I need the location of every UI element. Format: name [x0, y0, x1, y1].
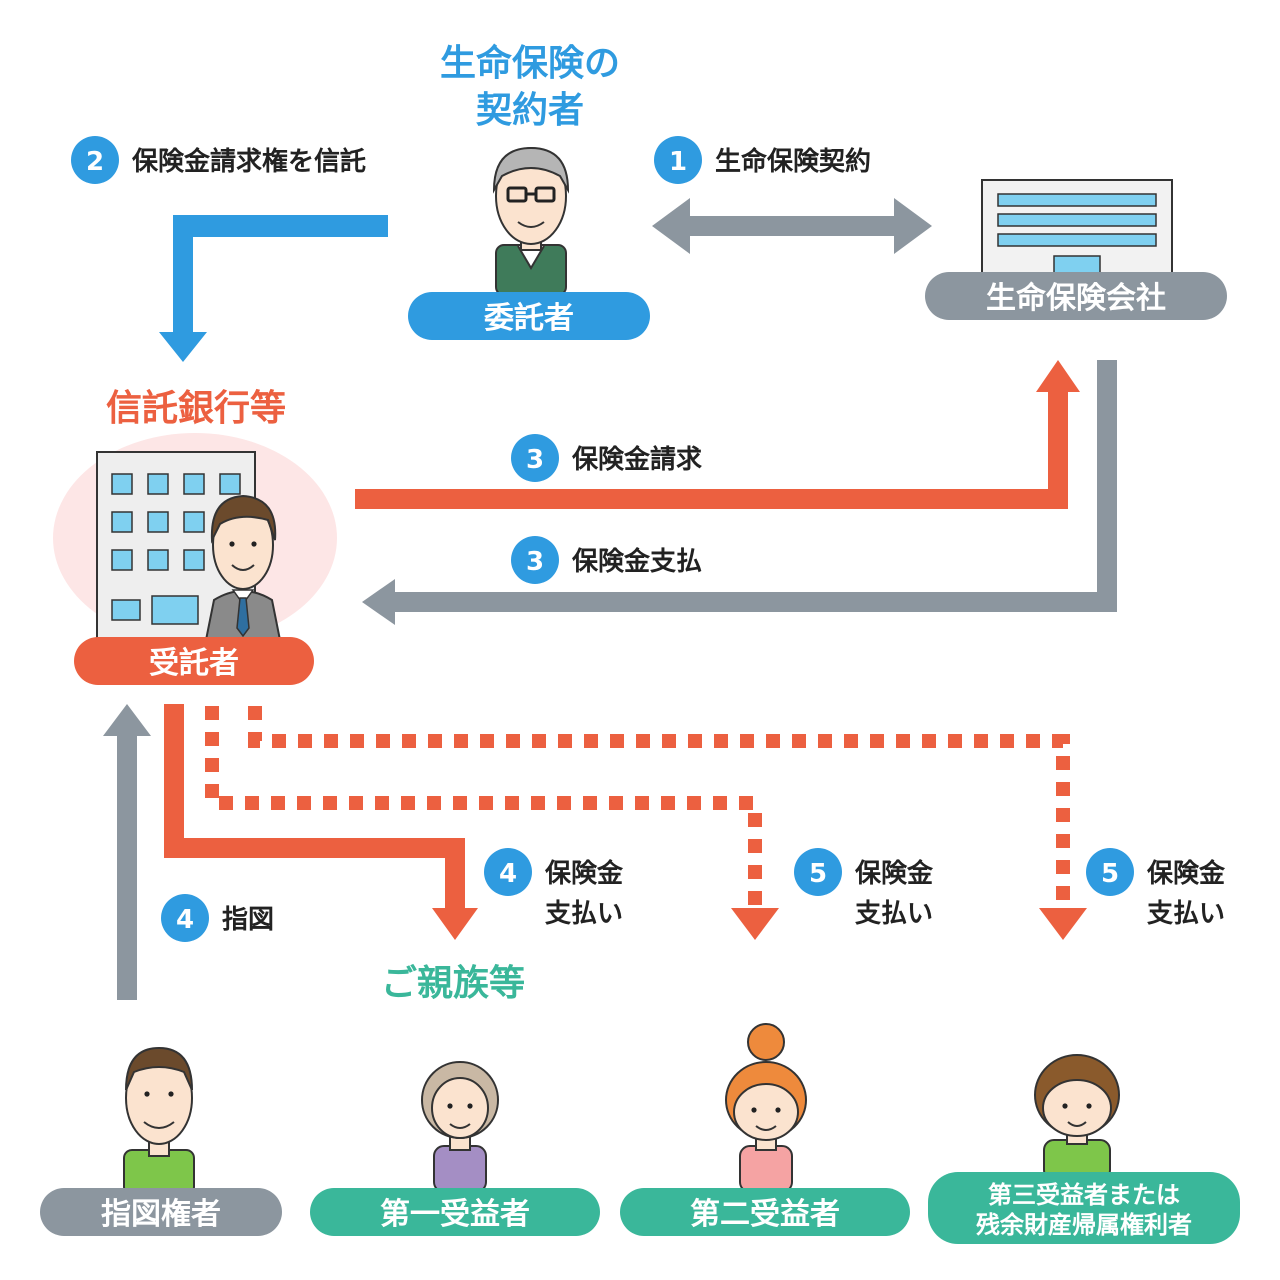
first-beneficiary-payment-arrow [164, 704, 478, 940]
insurer-node: 生命保険会社 [925, 179, 1227, 320]
trustee-badge: 受託者 [149, 646, 239, 681]
second-beneficiary-dotted-path [205, 706, 762, 905]
step-4-instruction-number-circle [161, 894, 209, 942]
step-2-number: 2 [86, 147, 104, 177]
step-5-third-label-line1: 保険金 [1146, 858, 1226, 889]
step-1-number: 1 [669, 147, 687, 177]
step-2: 2 保険金請求権を信託 [71, 136, 388, 362]
entrust-arrow [159, 215, 388, 362]
instruction-arrow [103, 704, 151, 1000]
step-4-payment-number: 4 [499, 859, 517, 889]
step-2-label: 保険金請求権を信託 [131, 146, 366, 177]
step-5-second-label-line1: 保険金 [854, 858, 934, 889]
step-3-claim: 3 保険金請求 [355, 360, 1080, 509]
first-beneficiary-node: 第一受益者 [310, 1061, 600, 1236]
step-3-claim-label: 保険金請求 [571, 444, 702, 475]
contract-double-arrow [652, 198, 932, 254]
elderly-woman-icon [421, 1061, 499, 1193]
second-beneficiary-badge: 第二受益者 [690, 1197, 840, 1232]
step-4-instruction: 4 指図 [103, 704, 274, 1000]
step-3-payment-label: 保険金支払 [571, 546, 702, 577]
trustee-badge-bg [74, 637, 314, 685]
step-3-claim-number-circle [511, 434, 559, 482]
settlor-badge-bg [408, 292, 650, 340]
step-4-payment-label-line2: 支払い [545, 899, 623, 929]
step-5-third-number: 5 [1101, 859, 1119, 889]
second-beneficiary-badge-bg [620, 1188, 910, 1236]
second-beneficiary-node: 第二受益者 [620, 1023, 910, 1236]
settlor-title-line2: 契約者 [476, 90, 584, 131]
settlor-node: 生命保険の 契約者 委託者 [408, 42, 650, 340]
elderly-man-with-glasses-icon [492, 146, 570, 296]
second-beneficiary-arrowhead [731, 908, 779, 940]
step-1-label: 生命保険契約 [715, 146, 871, 177]
settlor-title-line1: 生命保険の [440, 42, 620, 84]
step-4-payment-number-circle [484, 848, 532, 896]
step-4-instruction-label: 指図 [222, 905, 274, 935]
trustee-node: 信託銀行等 受託者 [53, 388, 337, 685]
step-3-payment: 3 保険金支払 [362, 360, 1117, 625]
third-beneficiary-badge-line2: 残余財産帰属権利者 [976, 1211, 1192, 1239]
young-woman-with-bun-icon [725, 1023, 807, 1193]
settlor-badge: 委託者 [484, 301, 574, 336]
third-beneficiary-badge-bg [928, 1172, 1240, 1244]
step-5-third-label-line2: 支払い [1147, 899, 1225, 929]
step-5-third: 5 保険金 支払い [1086, 848, 1226, 929]
claim-arrow [355, 360, 1080, 509]
dotted-payment-paths [205, 706, 1070, 905]
third-beneficiary-badge-line1: 第三受益者または [988, 1181, 1180, 1209]
director-node: 指図権者 [40, 1046, 282, 1236]
bank-building-with-businessman-icon [96, 451, 282, 641]
step-2-number-circle [71, 136, 119, 184]
step-3-claim-number: 3 [526, 445, 544, 475]
insurer-badge: 生命保険会社 [986, 281, 1166, 316]
insurer-badge-bg [925, 272, 1227, 320]
step-4-payment: 4 保険金 支払い [164, 704, 624, 940]
third-beneficiary-node: 第三受益者または 残余財産帰属権利者 [928, 1054, 1240, 1244]
step-5-second: 5 保険金 支払い [794, 848, 934, 929]
step-1: 1 生命保険契約 [652, 136, 932, 254]
first-beneficiary-badge: 第一受益者 [380, 1197, 530, 1232]
first-beneficiary-badge-bg [310, 1188, 600, 1236]
director-badge-bg [40, 1188, 282, 1236]
step-3-payment-number: 3 [526, 547, 544, 577]
director-badge: 指図権者 [101, 1197, 221, 1232]
step-1-number-circle [654, 136, 702, 184]
step-3-payment-number-circle [511, 536, 559, 584]
step-5-second-number: 5 [809, 859, 827, 889]
family-label: ご親族等 [381, 963, 525, 1004]
middle-aged-man-icon [123, 1046, 195, 1196]
payment-arrow [362, 360, 1117, 625]
third-beneficiary-arrowhead [1039, 908, 1087, 940]
step-5-third-number-circle [1086, 848, 1134, 896]
child-icon [1034, 1054, 1120, 1181]
step-5-second-label-line2: 支払い [855, 899, 933, 929]
trustee-title: 信託銀行等 [106, 388, 286, 429]
step-5-second-number-circle [794, 848, 842, 896]
step-4-instruction-number: 4 [176, 905, 194, 935]
step-4-payment-label-line1: 保険金 [544, 858, 624, 889]
